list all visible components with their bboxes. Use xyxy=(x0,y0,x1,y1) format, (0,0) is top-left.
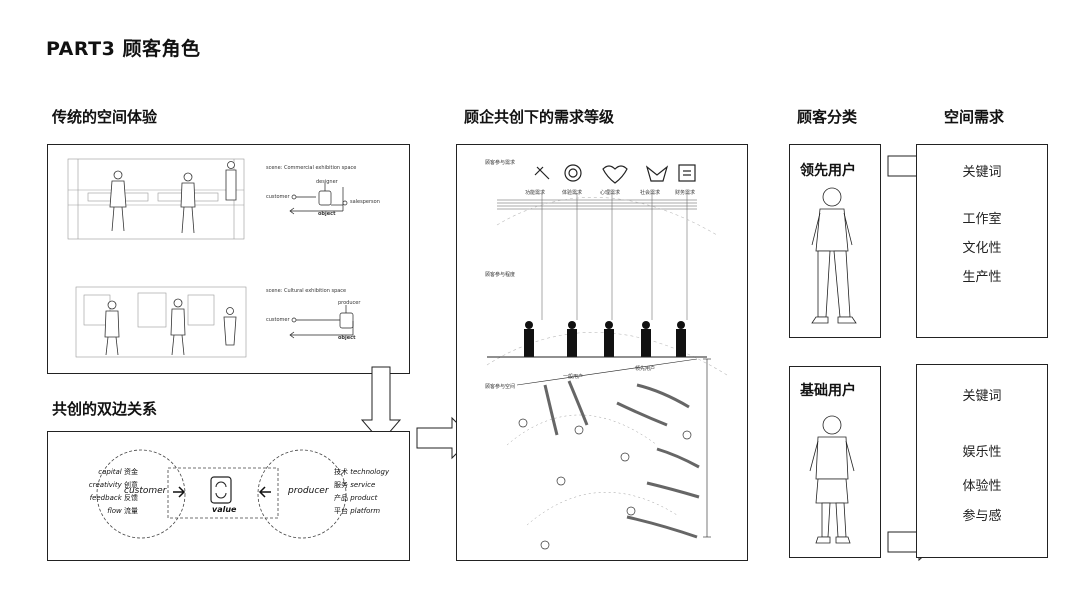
needs-diagram xyxy=(486,164,728,550)
list-item: 技术 technology xyxy=(334,468,390,476)
need-label-2: 体验需求 xyxy=(562,190,583,196)
scene1-customer: customer xyxy=(266,194,290,200)
basic-user-label: 基础用户 xyxy=(800,383,856,399)
scene1-salesperson: salesperson xyxy=(350,199,380,205)
cocreation-diagram xyxy=(96,449,347,539)
need-label-3: 心理需求 xyxy=(600,190,621,196)
list-item: capital 资金 xyxy=(98,468,138,476)
lead-keyword-3: 生产性 xyxy=(962,270,1002,285)
needs-heading: 顾企共创下的需求等级 xyxy=(464,108,615,126)
cocreation-right-list: 技术 technology 服务 service 产品 product 平台 p… xyxy=(334,466,410,518)
basic-keyword-2: 体验性 xyxy=(962,479,1002,494)
need-label-4: 社会需求 xyxy=(640,190,661,196)
scene2-object: object xyxy=(338,335,356,341)
needs-row1-label: 顾客参与需求 xyxy=(485,160,516,166)
cocreation-heading: 共创的双边关系 xyxy=(52,400,158,418)
scene2-producer: producer xyxy=(338,300,361,306)
cocreation-left-list: capital 资金 creativity 创意 feedback 反馈 flo… xyxy=(68,466,138,518)
customer-types-heading: 顾客分类 xyxy=(797,108,858,126)
list-item: creativity 创意 xyxy=(88,481,138,489)
scene1-object: object xyxy=(318,211,336,217)
space-label-general: 一般用户 xyxy=(563,374,584,380)
list-item: 服务 service xyxy=(334,481,376,489)
cocreation-customer: customer xyxy=(124,486,167,496)
list-item: flow 流量 xyxy=(107,507,138,515)
space-needs-heading: 空间需求 xyxy=(944,108,1005,126)
list-item: feedback 反馈 xyxy=(89,494,138,502)
need-label-5: 财务需求 xyxy=(675,190,696,196)
lead-keyword-title: 关键词 xyxy=(962,165,1002,180)
scene1-label: scene: Commercial exhibition space xyxy=(266,165,357,171)
space-label-lead: 领先用户 xyxy=(635,366,656,372)
basic-keywords-panel: 关键词 娱乐性 体验性 参与感 xyxy=(916,364,1048,558)
lead-keyword-1: 工作室 xyxy=(962,212,1002,227)
basic-keyword-1: 娱乐性 xyxy=(962,445,1002,460)
lead-keyword-2: 文化性 xyxy=(962,241,1002,256)
basic-keyword-title: 关键词 xyxy=(962,389,1002,404)
basic-user-panel: 基础用户 xyxy=(789,366,881,558)
traditional-heading: 传统的空间体验 xyxy=(52,108,158,126)
needs-panel: 顾客参与需求 功能需求 体验需求 心理需求 社会需求 财务需求 顾客参与程度 顾… xyxy=(456,144,748,561)
list-item: 产品 product xyxy=(334,494,378,502)
lead-user-label: 领先用户 xyxy=(800,163,856,179)
basic-user-figure xyxy=(809,415,855,544)
lead-user-panel: 领先用户 xyxy=(789,144,881,338)
cocreation-value: value xyxy=(212,505,237,514)
scene1-designer: designer xyxy=(316,179,338,185)
scene2-label: scene: Cultural exhibition space xyxy=(266,288,347,294)
basic-keyword-3: 参与感 xyxy=(962,509,1002,524)
needs-row3-label: 顾客参与空间 xyxy=(485,384,516,390)
traditional-sketch xyxy=(67,158,354,358)
traditional-panel: scene: Commercial exhibition space desig… xyxy=(47,144,410,374)
needs-row2-label: 顾客参与程度 xyxy=(485,272,516,278)
lead-keywords-panel: 关键词 工作室 文化性 生产性 xyxy=(916,144,1048,338)
list-item: 平台 platform xyxy=(334,507,381,515)
cocreation-producer: producer xyxy=(288,486,329,496)
need-label-1: 功能需求 xyxy=(525,190,546,196)
scene2-customer: customer xyxy=(266,317,290,323)
lead-user-figure xyxy=(811,187,857,324)
cocreation-panel: capital 资金 creativity 创意 feedback 反馈 flo… xyxy=(47,431,410,561)
page-title: PART3 顾客角色 xyxy=(46,38,201,60)
